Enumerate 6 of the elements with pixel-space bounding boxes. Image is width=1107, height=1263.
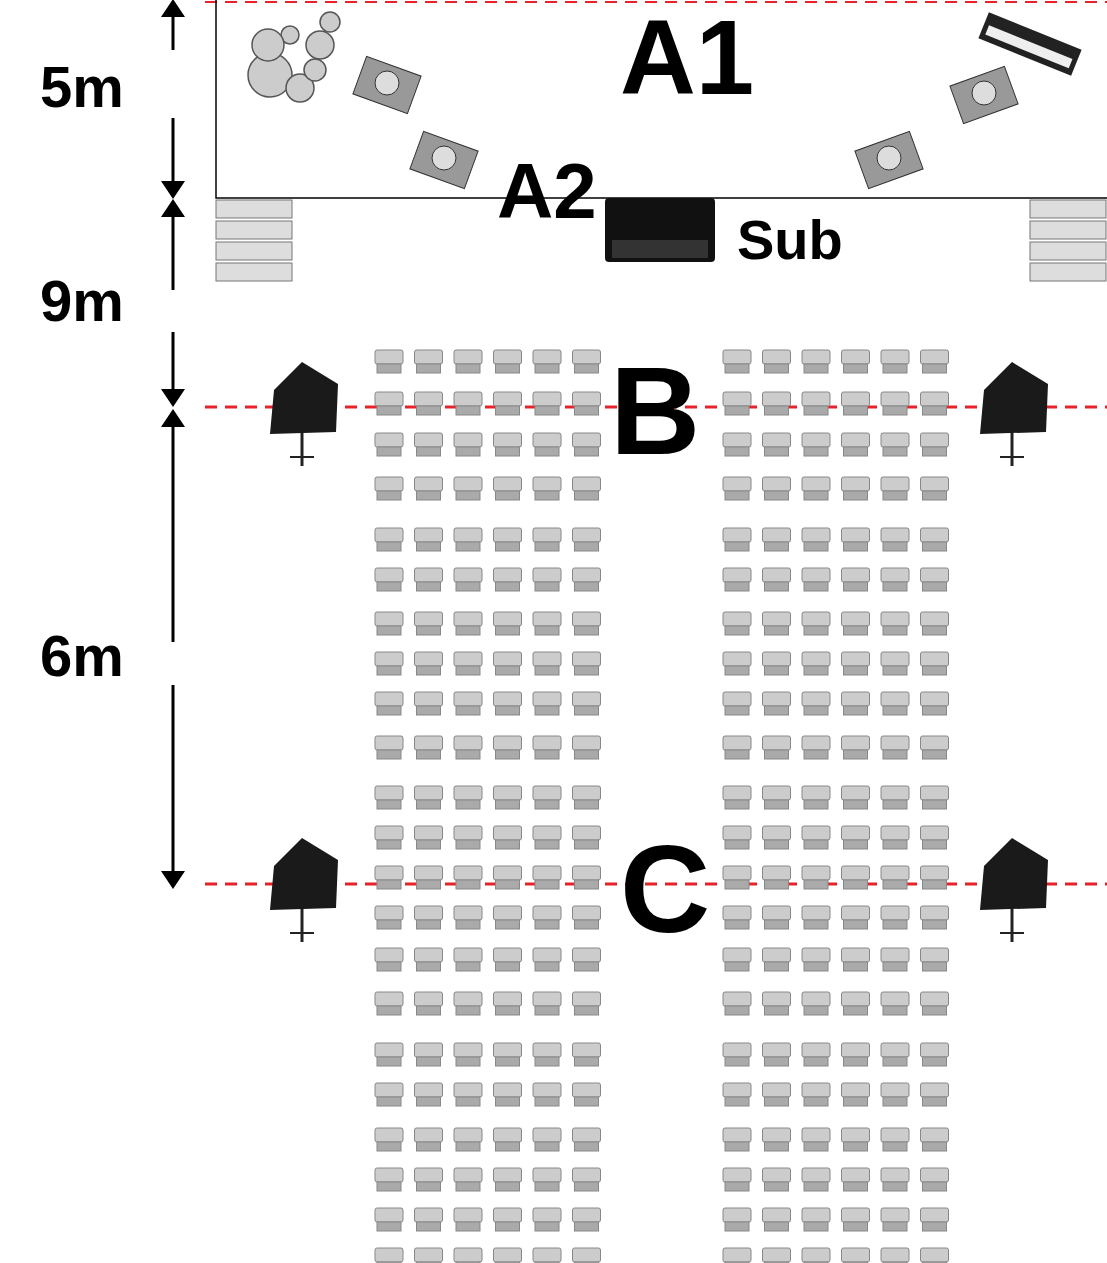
area-label: Sub	[737, 212, 843, 268]
area-label: A1	[620, 5, 755, 110]
dimension-label: 9m	[40, 272, 124, 330]
area-label: B	[610, 348, 701, 473]
dimension-label: 6m	[40, 627, 124, 685]
dimension-label: 5m	[40, 58, 124, 116]
